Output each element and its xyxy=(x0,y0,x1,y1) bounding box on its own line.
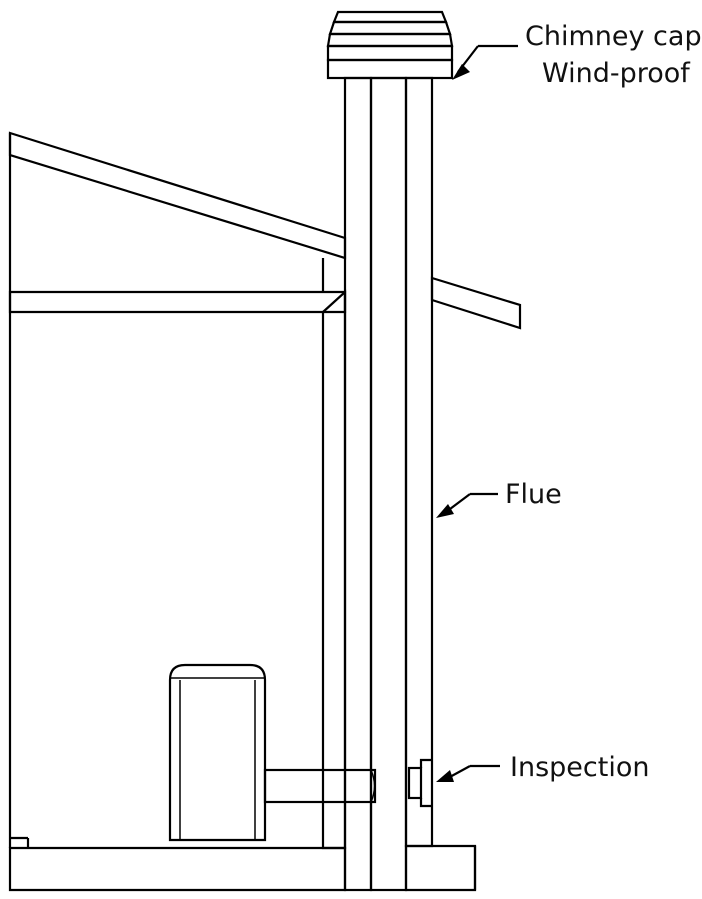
heater-unit xyxy=(168,663,267,842)
interior-wall xyxy=(321,289,347,850)
connector-pipe xyxy=(263,768,377,804)
right-roof-slab xyxy=(430,276,522,330)
inspection-door xyxy=(407,758,432,808)
flue-leader xyxy=(436,492,498,518)
floor-slab xyxy=(8,846,347,892)
chimney-cap xyxy=(326,10,454,80)
inspection-label: Inspection xyxy=(510,752,649,783)
flue-channel xyxy=(369,76,408,892)
left-roof-slab xyxy=(8,131,347,260)
cap-label-line2: Wind-proof xyxy=(542,58,691,89)
flue-label: Flue xyxy=(505,479,562,510)
chimney-footing xyxy=(404,844,477,892)
chimney-right-wall xyxy=(404,76,434,848)
cap-leader xyxy=(452,44,518,80)
inspection-leader xyxy=(436,764,500,782)
chimney-left-wall xyxy=(343,76,373,892)
cap-label-line1: Chimney cap xyxy=(525,21,702,52)
ceiling-slab xyxy=(8,290,347,314)
